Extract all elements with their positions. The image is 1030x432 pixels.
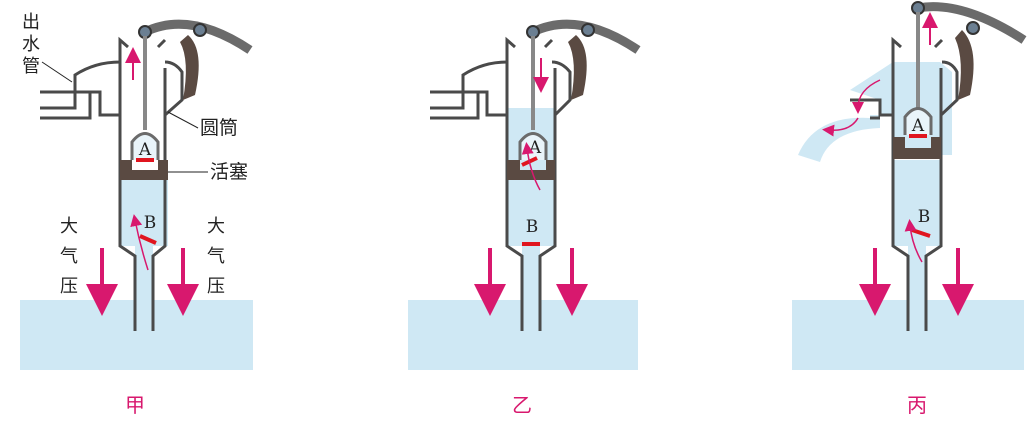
handle-bracket [568, 35, 587, 100]
flow-arrow [904, 219, 923, 263]
valve-cage [130, 132, 160, 160]
piston [893, 137, 905, 159]
piston [546, 160, 555, 180]
leader-line [167, 111, 199, 129]
cylinder-label: 圆筒 [200, 117, 238, 139]
outlet-flow-arrow [852, 79, 881, 114]
outlet-pipe-label: 出水管 [22, 12, 40, 77]
inlet-water [522, 246, 540, 331]
handle-bracket [180, 35, 199, 100]
pivot [193, 23, 207, 37]
pump-body-inner [118, 62, 167, 115]
air-pressure-label: 大气压 [60, 216, 78, 297]
flow-arrow [130, 214, 149, 271]
inlet-water [135, 246, 153, 331]
inlet-water [908, 246, 926, 331]
pivot [966, 21, 980, 35]
valve-a-label: A [528, 138, 542, 158]
piston [158, 160, 168, 180]
handle-bracket [955, 30, 974, 100]
flow-arrow [521, 142, 541, 191]
panel-caption: 乙 [512, 393, 532, 417]
pump-handle [143, 19, 253, 54]
pump-body-inner [505, 62, 557, 115]
panel-caption: 甲 [125, 393, 145, 417]
panel-yi: A B 乙 [408, 19, 641, 417]
valve-b-label: B [144, 213, 157, 233]
valve-a-label: A [911, 116, 925, 136]
valve-b [139, 234, 157, 245]
pump-body [850, 36, 959, 331]
panel-jia: A B 出水管 圆筒 活塞 大气压 大气压 甲 [20, 12, 253, 417]
valve-b [522, 242, 540, 246]
piston [507, 160, 520, 180]
piston-label: 活塞 [210, 161, 248, 183]
pump-handle [531, 19, 641, 54]
valve-a-label: A [138, 140, 152, 160]
panel-bing: A B 丙 [792, 1, 1027, 417]
pump-body [430, 36, 572, 331]
pump-handle [917, 2, 1027, 44]
cylinder-water [120, 180, 168, 246]
piston-ring [132, 170, 158, 180]
air-pressure-label: 大气压 [207, 216, 225, 297]
pivot [581, 23, 595, 37]
valve-b-label: B [918, 207, 931, 227]
piston [931, 137, 941, 159]
piston [120, 160, 132, 180]
valve-cage [903, 107, 933, 135]
panel-caption: 丙 [907, 393, 927, 417]
pump-body-inner [891, 62, 943, 115]
valve-a [136, 158, 154, 162]
outlet-water [798, 62, 952, 162]
pump-body [40, 36, 184, 331]
outlet-flow-arrow [822, 117, 859, 137]
valve-a [909, 134, 927, 138]
valve-b-label: B [526, 217, 539, 237]
piston-ring [905, 148, 931, 159]
leader-line [41, 61, 73, 83]
